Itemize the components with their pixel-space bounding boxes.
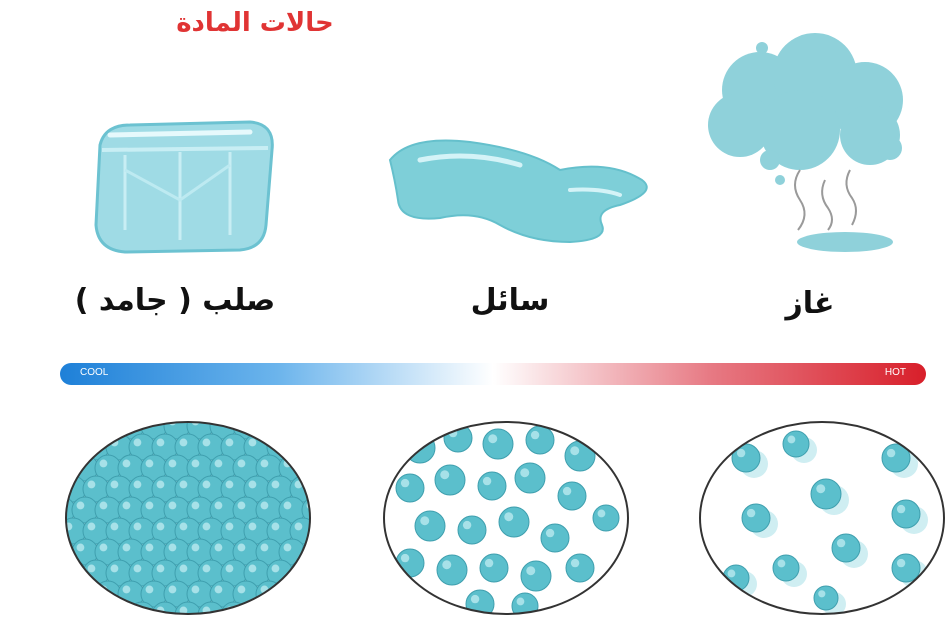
cool-label: COOL bbox=[80, 367, 109, 378]
liquid-state-label: سائل bbox=[470, 283, 550, 318]
temperature-gradient-bar: COOL HOT bbox=[60, 363, 926, 385]
solid-particles-circle bbox=[65, 421, 311, 615]
hot-label: HOT bbox=[884, 367, 906, 378]
ice-cube-icon bbox=[94, 120, 274, 254]
water-puddle-icon bbox=[388, 139, 648, 244]
liquid-particles-circle bbox=[383, 421, 629, 615]
gas-state-label: غاز bbox=[785, 286, 835, 321]
diagram-title: حالات المادة bbox=[176, 8, 334, 38]
gas-particles-circle bbox=[699, 421, 945, 615]
gas-cloud-icon bbox=[708, 33, 903, 252]
solid-state-label: صلب ( جامد ) bbox=[74, 283, 276, 318]
